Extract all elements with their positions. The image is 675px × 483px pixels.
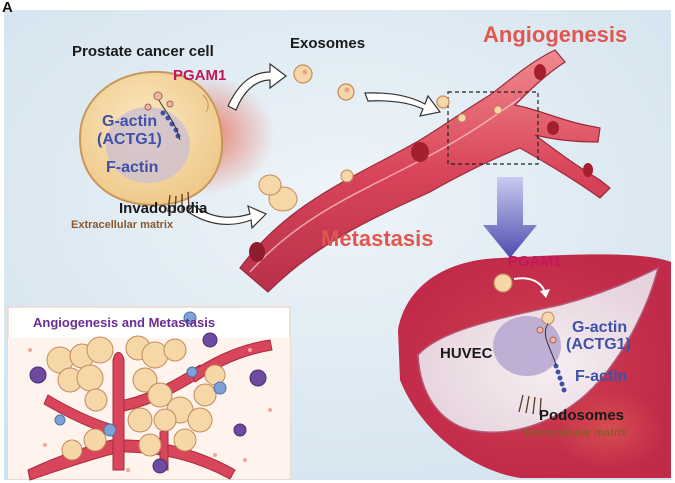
curved-arrows [187, 62, 442, 230]
pgam1-top-label: PGAM1 [173, 67, 227, 84]
actg1-bottom-label: (ACTG1) [566, 336, 631, 353]
invadopodia-label: Invadopodia [119, 200, 208, 217]
pgam1-bottom-label: PGAM1 [508, 253, 562, 270]
extracellular-matrix-top-label: Extracellular matrix [71, 219, 174, 231]
prostate-cancer-cell [78, 70, 224, 214]
huvec-cell [398, 254, 671, 478]
down-arrow [483, 177, 537, 258]
f-actin-top-label: F-actin [106, 159, 159, 176]
g-actin-bottom-label: G-actin [572, 319, 628, 336]
zoom-box [447, 91, 539, 165]
inset-panel [7, 306, 291, 481]
exosomes-label: Exosomes [290, 35, 366, 52]
huvec-label: HUVEC [440, 345, 493, 362]
prostate-cancer-cell-label: Prostate cancer cell [72, 43, 214, 60]
f-actin-bottom-label: F-actin [575, 368, 628, 385]
podosomes-label: Podosomes [539, 407, 625, 424]
panel-label: A [2, 0, 13, 16]
actg1-top-label: (ACTG1) [97, 131, 162, 148]
blood-vessel [239, 49, 611, 293]
angiogenesis-label: Angiogenesis [483, 22, 628, 47]
metastasis-label: Metastasis [321, 226, 434, 251]
g-actin-top-label: G-actin [102, 113, 158, 130]
extracellular-matrix-bottom-label: Extracellular matrix [525, 427, 628, 439]
inset-title: Angiogenesis and Metastasis [33, 315, 216, 330]
